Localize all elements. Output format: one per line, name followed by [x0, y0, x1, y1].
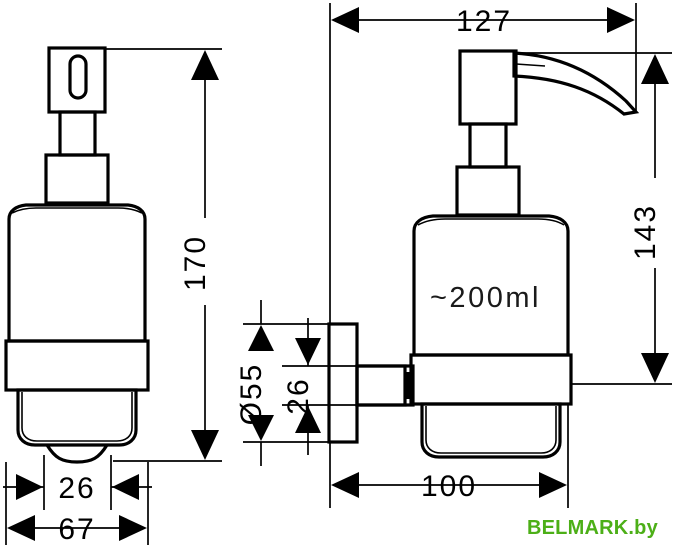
pump-head-side [458, 49, 518, 126]
holder-arm-side [355, 364, 415, 407]
dimension-body-67: 67 [5, 462, 149, 546]
arrowhead-143-bottom [641, 353, 669, 383]
arrowhead-67-left [7, 515, 35, 541]
arrowhead-100-right [539, 472, 567, 498]
pump-stem-front [58, 110, 97, 157]
dimension-height-170: 170 [105, 48, 222, 462]
arrowhead-26-left [16, 474, 43, 500]
arrowhead-127-left [331, 7, 359, 33]
arrowhead-55-bottom [248, 415, 274, 441]
arrowhead-170-top [191, 50, 219, 80]
pump-collar-front [44, 153, 110, 205]
glass-shoulder-highlight [11, 207, 143, 214]
dim-label-143: 143 [629, 204, 662, 260]
arrowhead-143-top [641, 54, 669, 84]
arrowhead-55-top [248, 325, 274, 351]
dimension-neck-26: 26 [3, 455, 152, 510]
arrowhead-plate26-top [295, 338, 321, 365]
dimension-height-143: 143 [516, 52, 672, 385]
glass-body-side [412, 214, 570, 357]
arrowhead-170-bottom [191, 430, 219, 460]
arrowhead-67-right [119, 515, 147, 541]
spout-seam [515, 63, 546, 67]
pump-collar-side [455, 165, 521, 217]
wall-plate-detail-view [327, 322, 407, 444]
glass-shoulder-highlight-side [417, 218, 565, 226]
side-elevation-view: ~200ml [355, 49, 640, 459]
capacity-label: ~200ml [430, 282, 541, 314]
dim-label-26-depth: 26 [282, 377, 315, 414]
dimension-depth-100: 100 [329, 404, 569, 508]
glass-base-inner [21, 392, 133, 442]
glass-base-front [16, 388, 138, 447]
dim-label-67: 67 [58, 513, 95, 546]
dim-label-127: 127 [456, 5, 512, 38]
dimension-plate-depth-26: 26 [282, 318, 358, 455]
dim-label-100: 100 [421, 470, 477, 503]
glass-base-side [420, 402, 562, 459]
arrowhead-100-left [331, 472, 359, 498]
dim-label-diameter-55: Ø55 [235, 363, 268, 426]
holder-band-front [4, 339, 150, 392]
glass-bottom-curve [45, 444, 109, 464]
dim-label-26-neck: 26 [58, 472, 95, 505]
holder-band-side [409, 353, 573, 406]
spout-slot [68, 54, 88, 100]
pump-stem-side [468, 122, 508, 169]
arrowhead-26-right [112, 474, 139, 500]
front-elevation-view [4, 46, 150, 464]
glass-body-front [7, 203, 147, 343]
wall-plate-body [327, 322, 359, 444]
spout-curve [512, 51, 640, 116]
dim-label-170: 170 [179, 235, 212, 291]
dimension-plate-diameter-55: Ø55 [235, 300, 330, 466]
watermark-belmark: BELMARK.by [527, 517, 658, 539]
glass-base-inner-side [425, 406, 557, 454]
wall-plate-arm [355, 364, 407, 407]
arrowhead-127-right [607, 7, 635, 33]
dimension-depth-127: 127 [329, 3, 637, 325]
arrowhead-plate26-bottom [295, 406, 321, 433]
